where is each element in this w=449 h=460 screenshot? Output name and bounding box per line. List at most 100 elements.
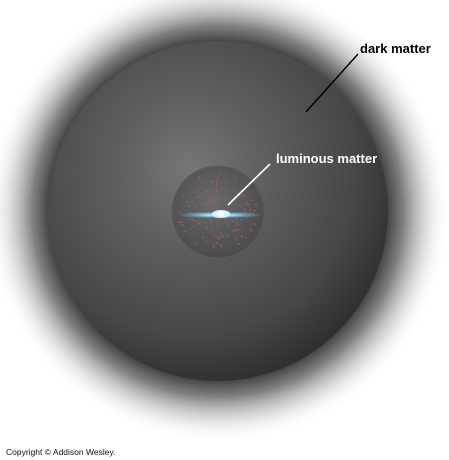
star-dot bbox=[221, 235, 224, 238]
star-dot bbox=[208, 202, 211, 205]
star-dot bbox=[240, 218, 242, 221]
star-dot bbox=[179, 221, 181, 224]
star-dot bbox=[226, 173, 228, 176]
star-dot bbox=[205, 240, 208, 243]
luminous-matter-leader-line bbox=[227, 163, 271, 206]
star-dot bbox=[194, 220, 197, 223]
star-dot bbox=[198, 195, 200, 198]
star-dot bbox=[243, 208, 246, 211]
star-dot bbox=[226, 235, 229, 237]
star-dot bbox=[234, 228, 237, 231]
star-dot bbox=[202, 187, 205, 190]
star-dot bbox=[211, 201, 213, 204]
star-dot bbox=[217, 175, 220, 178]
star-dot bbox=[246, 201, 249, 204]
star-dot bbox=[195, 204, 197, 207]
star-dot bbox=[189, 218, 192, 221]
star-dot bbox=[215, 190, 218, 193]
star-dot bbox=[205, 190, 208, 192]
star-dot bbox=[210, 219, 212, 222]
star-dot bbox=[204, 203, 207, 206]
star-dot bbox=[220, 243, 223, 246]
star-dot bbox=[225, 178, 228, 181]
star-dot bbox=[184, 229, 187, 232]
star-dot bbox=[219, 232, 222, 235]
star-dot bbox=[254, 223, 256, 225]
dark-matter-leader-line bbox=[305, 53, 359, 113]
star-dot bbox=[181, 221, 183, 224]
star-dot bbox=[236, 229, 239, 232]
star-dot bbox=[186, 200, 189, 203]
copyright-notice: Copyright © Addison Wesley. bbox=[6, 447, 116, 457]
star-dot bbox=[203, 180, 205, 183]
star-dot bbox=[253, 209, 256, 212]
star-dot bbox=[249, 209, 252, 212]
star-dot bbox=[212, 245, 215, 248]
star-dot bbox=[236, 218, 238, 221]
star-dot bbox=[216, 242, 218, 245]
star-dot bbox=[215, 182, 218, 184]
star-dot bbox=[192, 225, 195, 228]
star-dot bbox=[179, 211, 181, 214]
star-dot bbox=[181, 224, 184, 226]
star-dot bbox=[226, 223, 229, 226]
star-dot bbox=[191, 219, 194, 222]
dark-matter-label: dark matter bbox=[360, 41, 431, 56]
star-dot bbox=[198, 222, 200, 225]
star-dot bbox=[239, 204, 241, 207]
star-dot bbox=[237, 223, 240, 226]
luminous-matter-label: luminous matter bbox=[276, 151, 378, 166]
star-dot bbox=[241, 194, 244, 197]
star-dot bbox=[209, 196, 212, 199]
star-dot bbox=[220, 187, 223, 190]
star-dot bbox=[238, 228, 241, 231]
star-dot bbox=[243, 194, 245, 196]
star-dot bbox=[234, 191, 237, 193]
star-dot bbox=[237, 243, 240, 246]
star-dot bbox=[194, 243, 197, 246]
star-dot bbox=[244, 237, 247, 239]
star-dot bbox=[247, 203, 250, 206]
star-dot bbox=[218, 172, 220, 175]
star-dot bbox=[225, 196, 228, 199]
star-dot bbox=[207, 192, 209, 195]
star-dot bbox=[216, 179, 219, 181]
star-dot bbox=[208, 199, 211, 201]
star-dot bbox=[217, 225, 220, 227]
star-dot bbox=[244, 203, 247, 206]
star-dot bbox=[250, 199, 253, 202]
star-dot bbox=[231, 219, 233, 222]
star-dot bbox=[210, 179, 213, 182]
star-dot bbox=[191, 200, 194, 203]
star-dot bbox=[217, 236, 219, 239]
star-dot bbox=[235, 222, 238, 225]
star-dot bbox=[212, 180, 214, 183]
star-dot bbox=[245, 211, 247, 213]
star-dot bbox=[220, 245, 223, 248]
star-dot bbox=[188, 205, 191, 208]
star-dot bbox=[215, 187, 218, 190]
star-dot bbox=[198, 176, 201, 179]
star-dot bbox=[182, 194, 185, 197]
star-dot bbox=[200, 203, 203, 206]
star-dot bbox=[240, 235, 243, 238]
star-dot bbox=[250, 229, 253, 232]
star-dot bbox=[195, 191, 197, 194]
star-dot bbox=[195, 207, 197, 210]
star-dot bbox=[210, 229, 212, 232]
star-dot bbox=[232, 230, 235, 233]
star-dot bbox=[206, 227, 209, 229]
star-dot bbox=[213, 234, 216, 237]
star-dot bbox=[200, 193, 203, 196]
galactic-disk bbox=[180, 210, 260, 219]
star-dot bbox=[201, 236, 204, 239]
star-dot bbox=[217, 220, 220, 222]
star-dot bbox=[234, 179, 237, 181]
star-dot bbox=[236, 238, 238, 241]
star-dot bbox=[189, 228, 191, 231]
star-dot bbox=[254, 203, 257, 206]
star-dot bbox=[234, 226, 237, 228]
star-dot bbox=[204, 222, 206, 224]
star-dot bbox=[232, 220, 235, 223]
